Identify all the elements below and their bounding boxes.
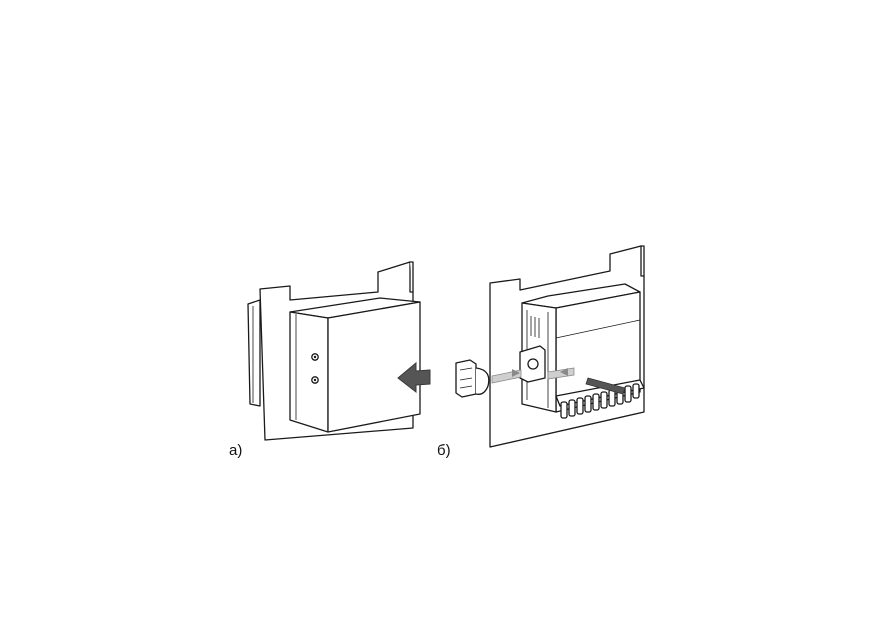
panel-b-screwdriver-bar xyxy=(585,377,626,395)
panel-b: б) xyxy=(437,245,645,459)
panel-b-arrow-right-icon xyxy=(560,368,568,376)
panel-a-insert-arrow-icon xyxy=(397,361,431,394)
panel-a-device-rear xyxy=(327,301,421,433)
panel-a-front-bezel xyxy=(247,299,261,407)
panel-a: а) xyxy=(229,261,431,459)
panel-b-label: б) xyxy=(437,442,451,459)
panel-b-mounting-clip xyxy=(455,359,490,398)
panel-a-label: а) xyxy=(229,442,242,459)
panel-b-arrow-left-icon xyxy=(512,369,520,377)
